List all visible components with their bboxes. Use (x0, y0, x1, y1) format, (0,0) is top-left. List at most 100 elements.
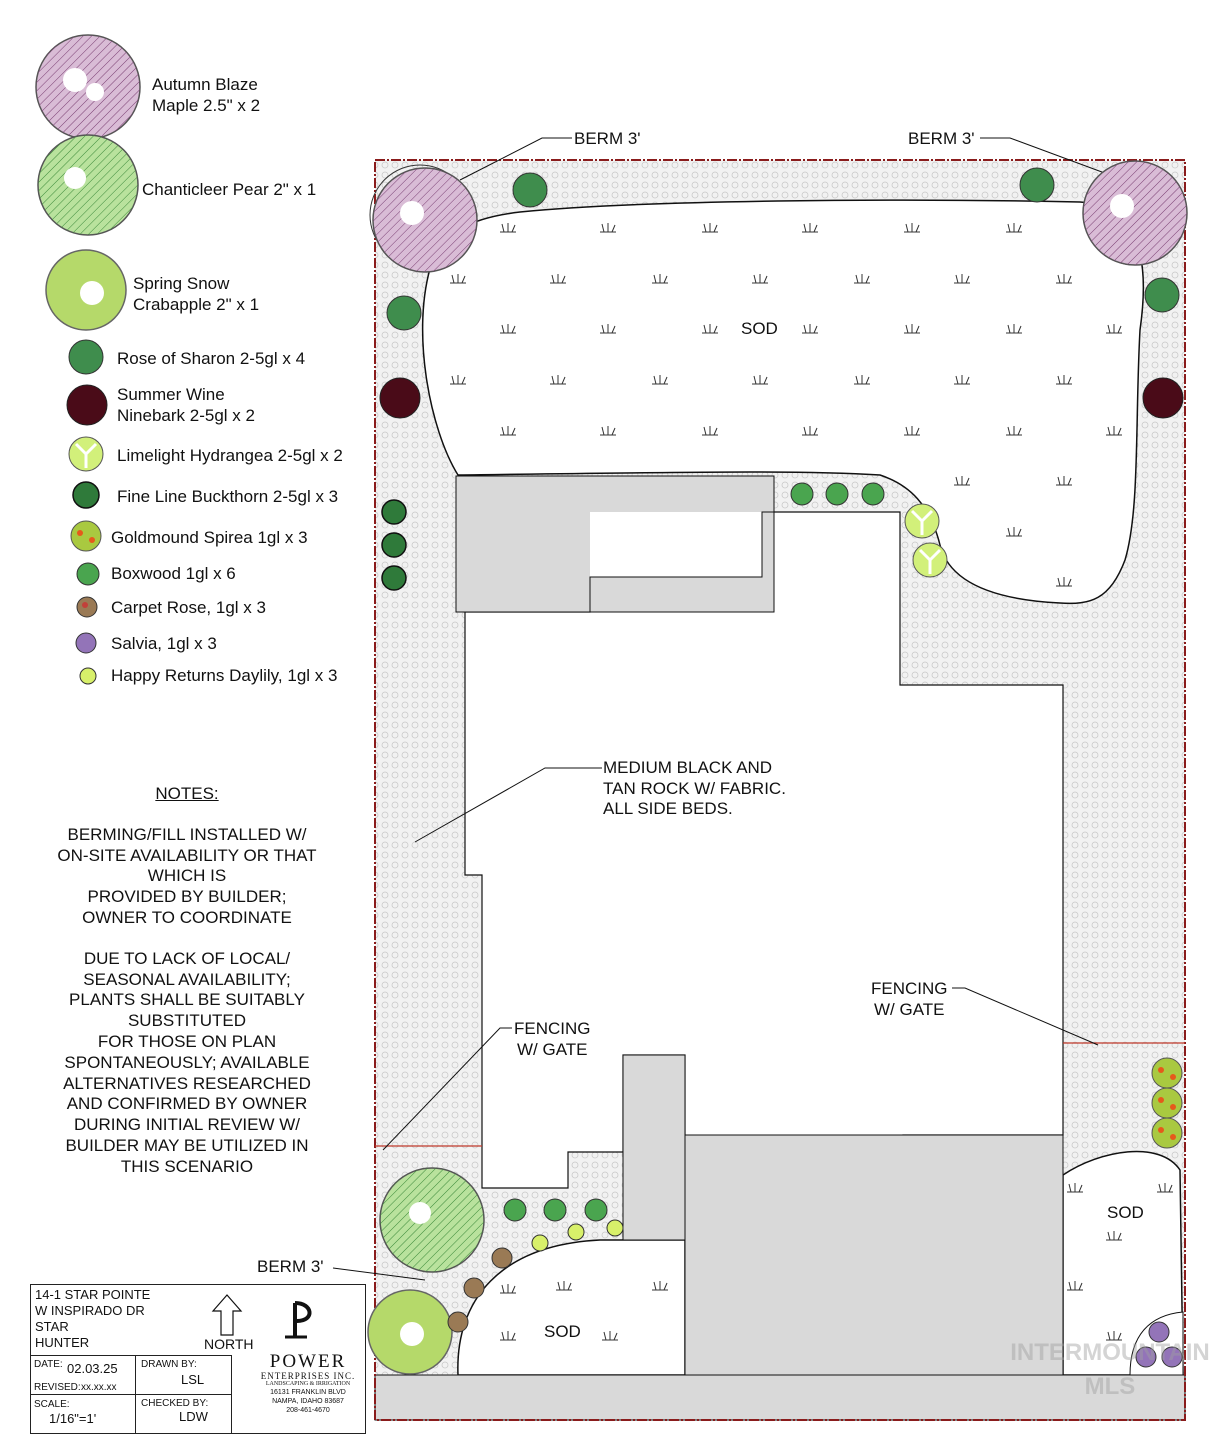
crabapple-tree-icon (367, 1289, 453, 1375)
leader-lines (332, 137, 1111, 1281)
company-subtitle: ENTERPRISES INC. (260, 1371, 356, 1381)
company-address-2: NAMPA, IDAHO 83687 (272, 1398, 344, 1405)
daylily-icon (606, 1219, 624, 1237)
salvia-icon (1135, 1346, 1157, 1368)
north-arrow-icon (211, 1294, 243, 1336)
title-block: 14-1 STAR POINTE W INSPIRADO DR STAR HUN… (30, 1284, 366, 1434)
ninebark-icon (379, 377, 421, 419)
spirea-icon (70, 520, 102, 552)
watermark: INTERMOUNTAIN MLS (1010, 1339, 1210, 1400)
notes-block: NOTES: BERMING/FILL INSTALLED W/ ON-SITE… (30, 784, 344, 1198)
salvia-icon (1161, 1346, 1183, 1368)
rose-of-sharon-icon (68, 339, 104, 375)
sod-label-bottom: SOD (544, 1322, 581, 1341)
legend-label-carpet-rose: Carpet Rose, 1gl x 3 (111, 598, 266, 617)
carpet-rose-icon (463, 1277, 485, 1299)
rose-of-sharon-icon (512, 172, 548, 208)
fence-label-left: FENCING W/ GATE (514, 1019, 591, 1059)
boxwood-icon (861, 482, 885, 506)
spirea-icon (1151, 1087, 1183, 1119)
buckthorn-icon (381, 565, 407, 591)
spirea-icon (1151, 1057, 1183, 1089)
company-logo-icon (283, 1299, 321, 1341)
sod-label-right: SOD (1107, 1203, 1144, 1222)
company-phone: 208-461-4670 (286, 1407, 330, 1414)
legend-label-daylily: Happy Returns Daylily, 1gl x 3 (111, 666, 338, 685)
maple-tree-icon (35, 34, 141, 140)
date-label: DATE: (34, 1359, 63, 1370)
revised-value: xx.xx.xx (81, 1382, 117, 1393)
legend-label-hydrangea: Limelight Hydrangea 2-5gl x 2 (117, 446, 343, 465)
project-line-2: W INSPIRADO DR (35, 1303, 145, 1318)
driveway (684, 1134, 1064, 1376)
company-address-1: 16131 FRANKLIN BLVD (270, 1389, 346, 1396)
project-line-3: STAR (35, 1319, 69, 1334)
legend-label-salvia: Salvia, 1gl x 3 (111, 634, 217, 653)
carpet-rose-icon (447, 1311, 469, 1333)
walkway (622, 1054, 686, 1241)
rose-of-sharon-icon (386, 295, 422, 331)
boxwood-icon (76, 562, 100, 586)
pear-tree-icon (379, 1167, 485, 1273)
salvia-icon (1148, 1321, 1170, 1343)
buckthorn-icon (381, 499, 407, 525)
daylily-icon (79, 667, 97, 685)
scale-value: 1/16"=1' (49, 1411, 97, 1426)
hydrangea-icon (904, 503, 940, 539)
company-tagline: LANDSCAPING & IRRIGATION (265, 1381, 351, 1387)
legend-label-crabapple: Spring Snow Crabapple 2" x 1 (133, 274, 260, 314)
spirea-icon (1151, 1117, 1183, 1149)
legend-label-spirea: Goldmound Spirea 1gl x 3 (111, 528, 308, 547)
garage-inner (590, 512, 762, 577)
north-label: NORTH (204, 1336, 254, 1352)
berm-label-top-left: BERM 3' (574, 129, 641, 148)
notes-paragraph-availability: DUE TO LACK OF LOCAL/ SEASONAL AVAILABIL… (63, 948, 311, 1176)
boxwood-icon (825, 482, 849, 506)
legend-label-rose-of-sharon: Rose of Sharon 2-5gl x 4 (117, 349, 306, 368)
salvia-icon (75, 632, 97, 654)
drawn-by-value: LSL (181, 1372, 205, 1387)
company-name: POWER (269, 1351, 347, 1372)
daylily-icon (567, 1223, 585, 1241)
notes-title: NOTES: (155, 784, 219, 803)
boxwood-icon (503, 1198, 527, 1222)
berm-label-bottom-left: BERM 3' (257, 1257, 324, 1276)
scale-label: SCALE: (34, 1399, 70, 1410)
boxwood-icon (790, 482, 814, 506)
legend-label-ninebark: Summer Wine Ninebark 2-5gl x 2 (117, 385, 255, 425)
rock-bed-label: MEDIUM BLACK AND TAN ROCK W/ FABRIC. ALL… (603, 758, 786, 818)
boxwood-icon (584, 1198, 608, 1222)
hydrangea-icon (68, 436, 104, 472)
rose-of-sharon-icon (1144, 277, 1180, 313)
ninebark-icon (66, 384, 108, 426)
project-line-1: 14-1 STAR POINTE (35, 1287, 151, 1302)
project-line-4: HUNTER (35, 1335, 90, 1350)
carpet-rose-icon (491, 1247, 513, 1269)
revised-label: REVISED: (34, 1382, 81, 1393)
property-line (374, 159, 1186, 1421)
rose-of-sharon-icon (1019, 167, 1055, 203)
fence-label-right: FENCING W/ GATE (871, 979, 948, 1019)
pear-tree-icon (37, 134, 139, 236)
legend-label-pear: Chanticleer Pear 2" x 1 (142, 180, 317, 199)
crabapple-tree-icon (45, 249, 127, 331)
buckthorn-icon (72, 481, 100, 509)
buckthorn-icon (381, 532, 407, 558)
daylily-icon (531, 1234, 549, 1252)
legend-label-boxwood: Boxwood 1gl x 6 (111, 564, 236, 583)
boxwood-icon (543, 1198, 567, 1222)
legend-symbols (35, 34, 141, 685)
checked-by-label: CHECKED BY: (141, 1398, 209, 1409)
legend-label-maple: Autumn Blaze Maple 2.5" x 2 (152, 75, 261, 115)
date-value: 02.03.25 (67, 1361, 118, 1376)
hydrangea-icon (912, 542, 948, 578)
berm-label-top-right: BERM 3' (908, 129, 975, 148)
maple-tree-icon (372, 167, 478, 273)
checked-by-value: LDW (179, 1409, 208, 1424)
sod-lawn-right (1062, 1150, 1184, 1376)
notes-paragraph-berming: BERMING/FILL INSTALLED W/ ON-SITE AVAILA… (57, 824, 317, 927)
drawn-by-label: DRAWN BY: (141, 1359, 197, 1370)
sod-label-main: SOD (741, 319, 778, 338)
ninebark-icon (1142, 377, 1184, 419)
